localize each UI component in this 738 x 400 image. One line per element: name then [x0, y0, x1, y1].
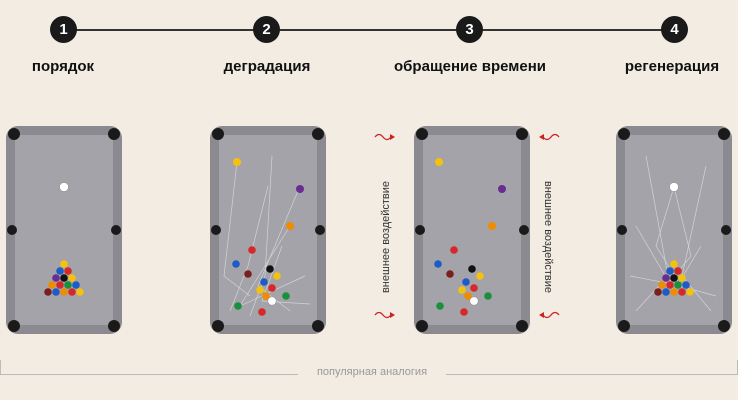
step-3-title: обращение времени [394, 58, 546, 75]
table-degradation [210, 126, 326, 334]
wave-arrow-left-top [374, 133, 395, 141]
step-3-circle: 3 [456, 16, 483, 43]
step-2-title: деградация [223, 58, 311, 75]
step-4-title: регенерация [624, 58, 720, 75]
bottom-caption: популярная аналогия [316, 366, 428, 378]
ball-rack [44, 260, 84, 296]
bottom-line-left [0, 374, 298, 375]
table-order [6, 126, 122, 334]
wave-arrow-right-top [539, 133, 560, 141]
side-label-left: внешнее воздействие [380, 180, 392, 294]
side-label-right: внешнее воздействие [542, 180, 554, 294]
step-1-title: порядок [31, 58, 95, 75]
step-4-circle: 4 [661, 16, 688, 43]
ball-rack-regenerated [654, 260, 694, 296]
wave-arrow-left-bottom [374, 311, 395, 319]
timeline-line [62, 29, 676, 31]
bottom-line-right [446, 374, 738, 375]
step-1-circle: 1 [50, 16, 77, 43]
table-time-reversal [414, 126, 530, 334]
wave-arrow-right-bottom [539, 311, 560, 319]
bottom-bracket-left [0, 360, 1, 374]
table-regeneration [616, 126, 732, 334]
step-2-circle: 2 [253, 16, 280, 43]
